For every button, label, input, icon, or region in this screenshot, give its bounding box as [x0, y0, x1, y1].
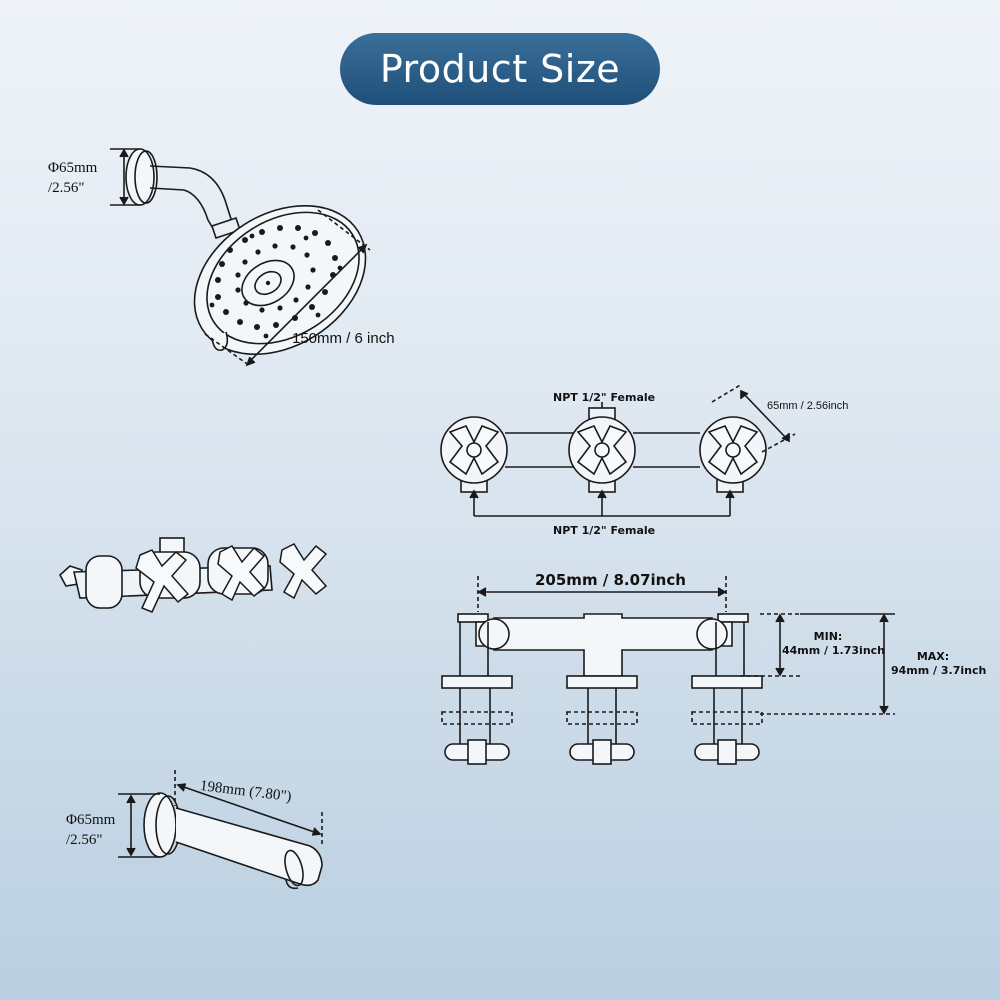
shower-head-dia-label: 150mm / 6 inch	[292, 330, 395, 347]
shower-nozzles	[209, 225, 343, 339]
valve-perspective-drawing	[58, 537, 328, 613]
shower-flange-dia-inch-label: /2.56"	[48, 180, 85, 196]
valve-max-value: 94mm / 3.7inch	[891, 664, 987, 677]
valve-top-view-drawing	[440, 383, 796, 517]
valve-min-value: 44mm / 1.73inch	[782, 644, 886, 657]
valve-min-label: MIN:	[813, 630, 843, 643]
page-title: Product Size	[340, 33, 660, 105]
valve-max-label: MAX:	[916, 650, 950, 663]
valve-center-spread-label: 205mm / 8.07inch	[535, 571, 686, 589]
shower-flange-dia-label: Φ65mm	[48, 160, 98, 176]
spout-flange-dia-label: Φ65mm	[66, 812, 116, 828]
tub-spout-drawing	[118, 770, 323, 890]
valve-inlet-top-label: NPT 1/2" Female	[553, 391, 656, 404]
valve-front-view-drawing	[441, 576, 895, 765]
valve-inlet-bottom-label: NPT 1/2" Female	[553, 524, 656, 537]
valve-handle-dia-label: 65mm / 2.56inch	[767, 400, 849, 412]
shower-head-drawing	[110, 148, 371, 367]
spout-flange-dia-inch-label: /2.56"	[66, 832, 103, 848]
